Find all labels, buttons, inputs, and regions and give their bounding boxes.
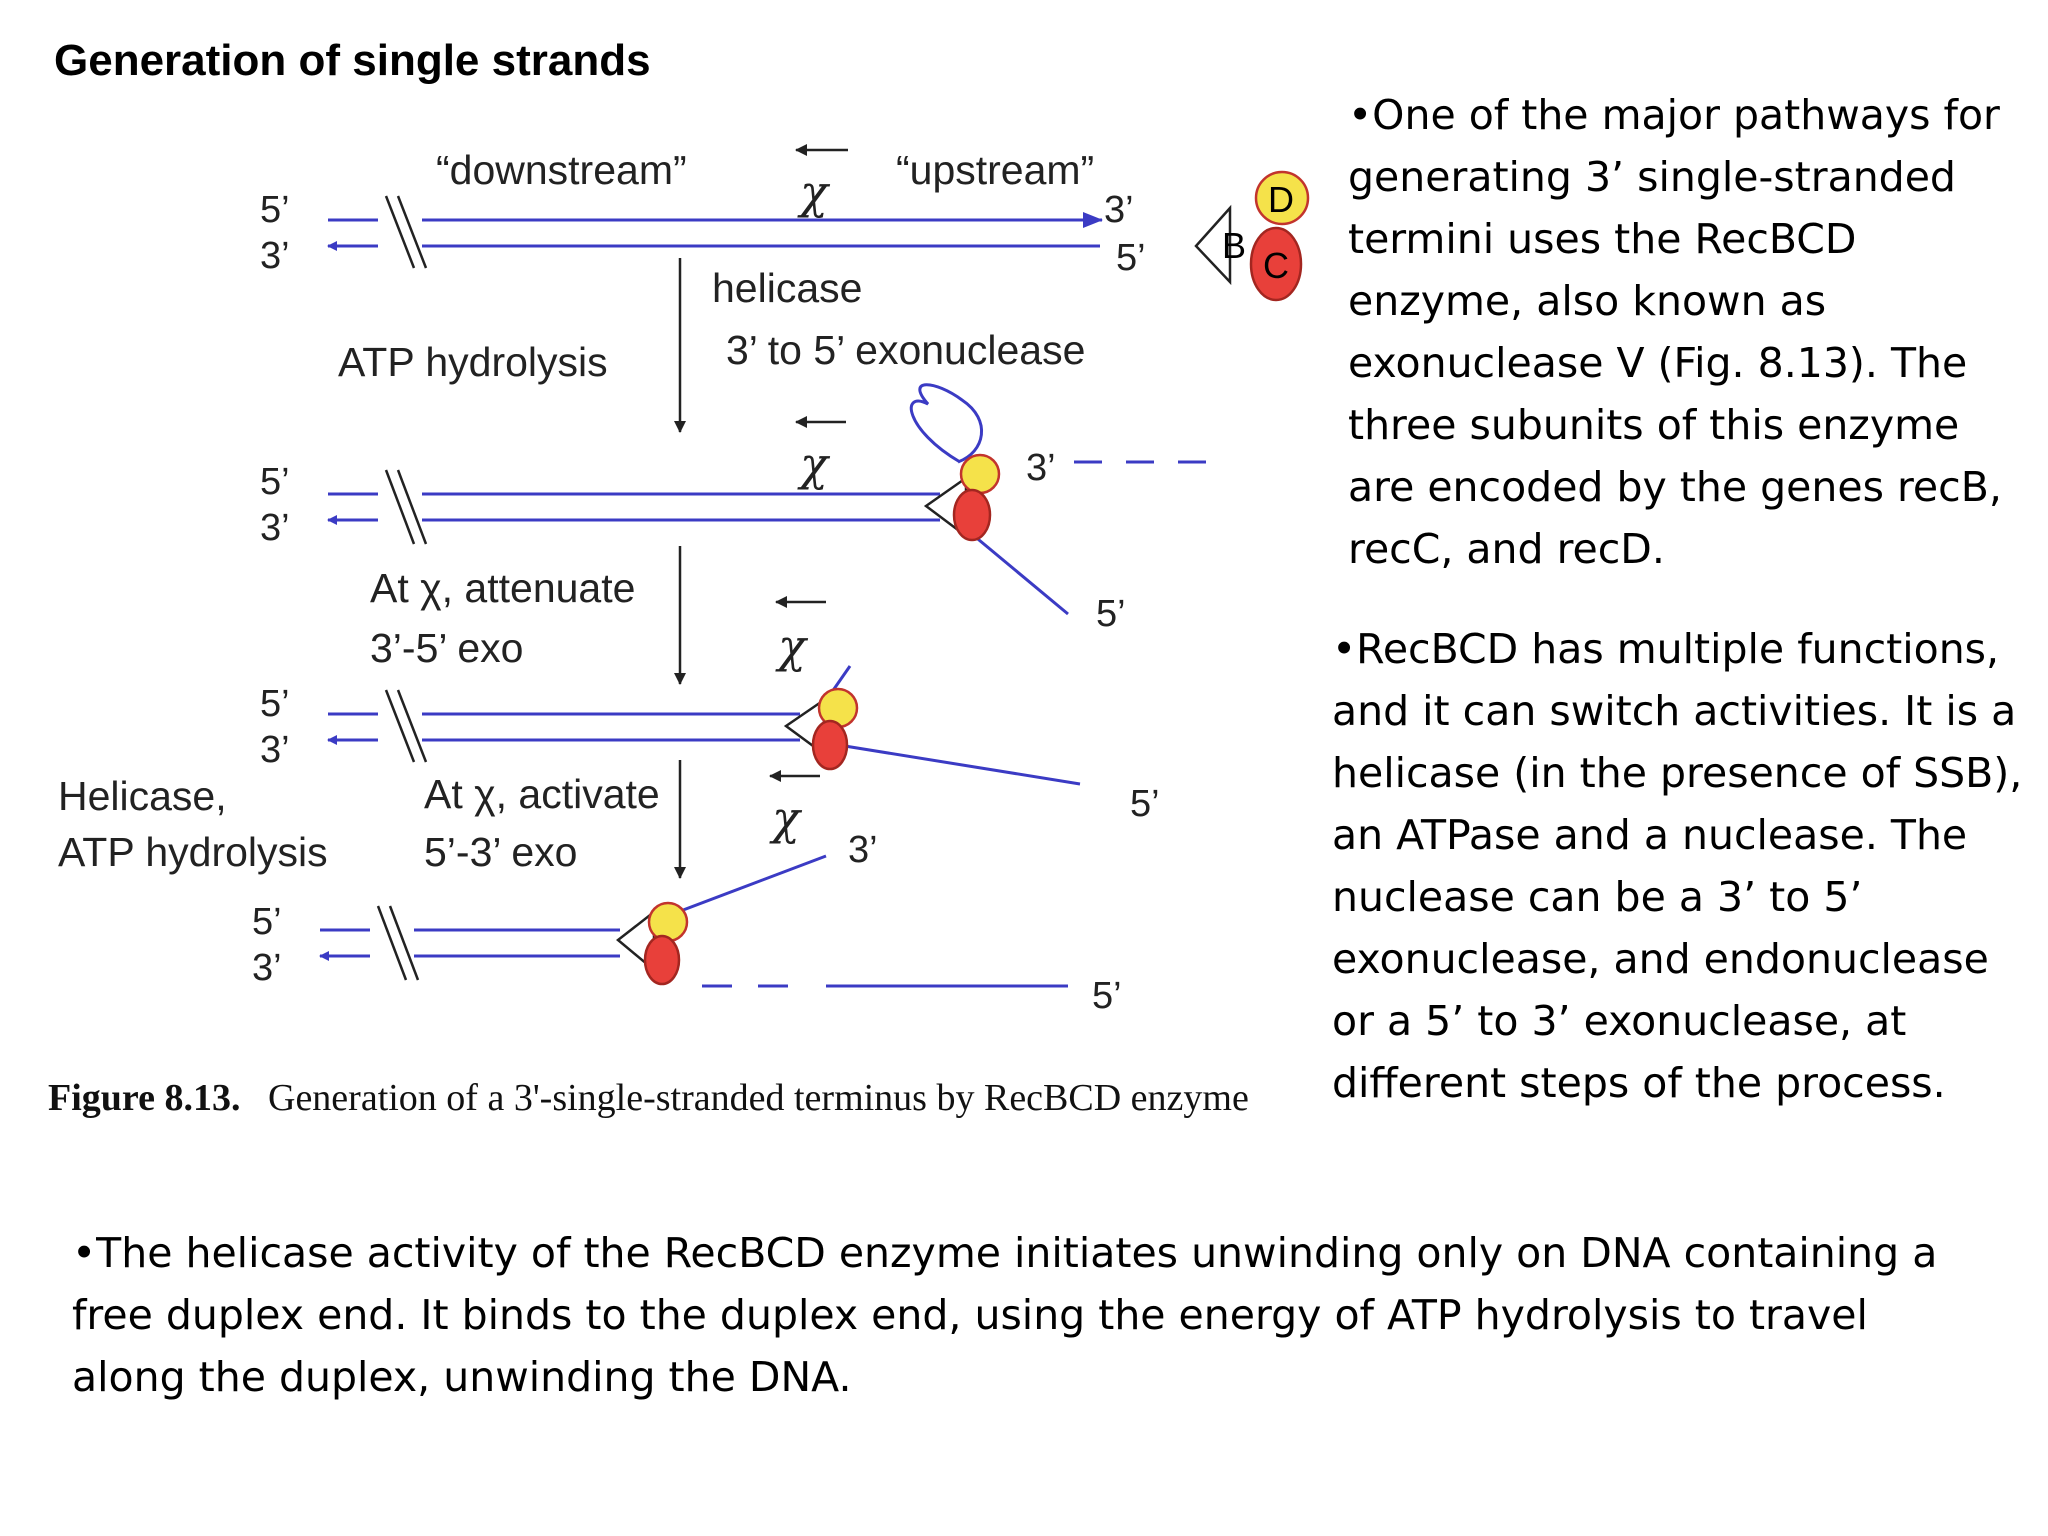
end-label-3: 3’ [252, 947, 282, 989]
svg-text:B: B [1222, 225, 1246, 266]
svg-text:C: C [1263, 245, 1289, 286]
end-label-3: 3’ [260, 507, 290, 549]
chi-site-label: χ [797, 437, 831, 491]
recbcd-enzyme-5-3-exo [616, 901, 689, 986]
chi-site-label: χ [775, 619, 809, 673]
activate-label: 5’-3’ exo [424, 829, 577, 875]
end-label-5: 5’ [260, 461, 290, 503]
attenuate-label: 3’-5’ exo [370, 625, 523, 671]
dna-duplex-4 [319, 854, 827, 981]
end-label-5: 5’ [1096, 593, 1126, 635]
helicase-label: helicase [712, 265, 862, 311]
end-label-5: 5’ [260, 683, 290, 725]
upstream-label: “upstream” [896, 147, 1094, 193]
figure-caption-label: Figure 8.13. [48, 1077, 240, 1119]
subunit-c [811, 719, 849, 771]
recbcd-enzyme-translocating [923, 453, 1001, 542]
end-label-5: 5’ [1092, 975, 1122, 1017]
recbcd-enzyme-free: B D C [1194, 170, 1310, 302]
end-label-5: 5’ [1130, 783, 1160, 825]
downstream-label: “downstream” [436, 147, 687, 193]
exonuclease-label: 3’ to 5’ exonuclease [726, 327, 1085, 373]
end-label-5: 5’ [252, 901, 282, 943]
dna-duplex-1 [327, 195, 1103, 269]
slide-title: Generation of single strands [54, 36, 651, 85]
helicase-label: Helicase, [58, 773, 227, 819]
end-label-5: 5’ [1116, 237, 1146, 279]
end-label-3: 3’ [1104, 189, 1134, 231]
figure-caption-text: Generation of a 3'-single-stranded termi… [268, 1077, 1249, 1119]
end-label-3: 3’ [848, 829, 878, 871]
chi-site-label: χ [769, 791, 803, 845]
attenuate-label: At χ, attenuate [370, 565, 635, 611]
atp-hydrolysis-label: ATP hydrolysis [58, 829, 328, 875]
subunit-c [952, 488, 992, 542]
subunit-d [647, 901, 689, 943]
chi-site-label: χ [797, 165, 831, 219]
end-label-5: 5’ [260, 189, 290, 231]
pathway-paragraph: •One of the major pathways for generatin… [1348, 91, 2002, 573]
dna-duplex-3 [327, 665, 1081, 786]
activate-label: At χ, activate [424, 771, 660, 817]
helicase-paragraph: •The helicase activity of the RecBCD enz… [72, 1229, 1938, 1401]
subunit-c [1249, 226, 1303, 302]
atp-hydrolysis-label: ATP hydrolysis [338, 339, 608, 385]
end-label-3: 3’ [260, 235, 290, 277]
subunit-c [643, 934, 681, 986]
functions-paragraph: •RecBCD has multiple functions, and it c… [1332, 625, 2023, 1107]
recbcd-figure: “downstream” “upstream” χ 5’ 3’ 3’ 5’ B … [48, 144, 1310, 1119]
end-label-3: 3’ [260, 729, 290, 771]
subunit-d [959, 453, 1001, 495]
recbcd-enzyme-at-chi [783, 687, 859, 771]
svg-text:D: D [1268, 179, 1294, 220]
end-label-3: 3’ [1026, 447, 1056, 489]
subunit-d [1254, 170, 1310, 226]
